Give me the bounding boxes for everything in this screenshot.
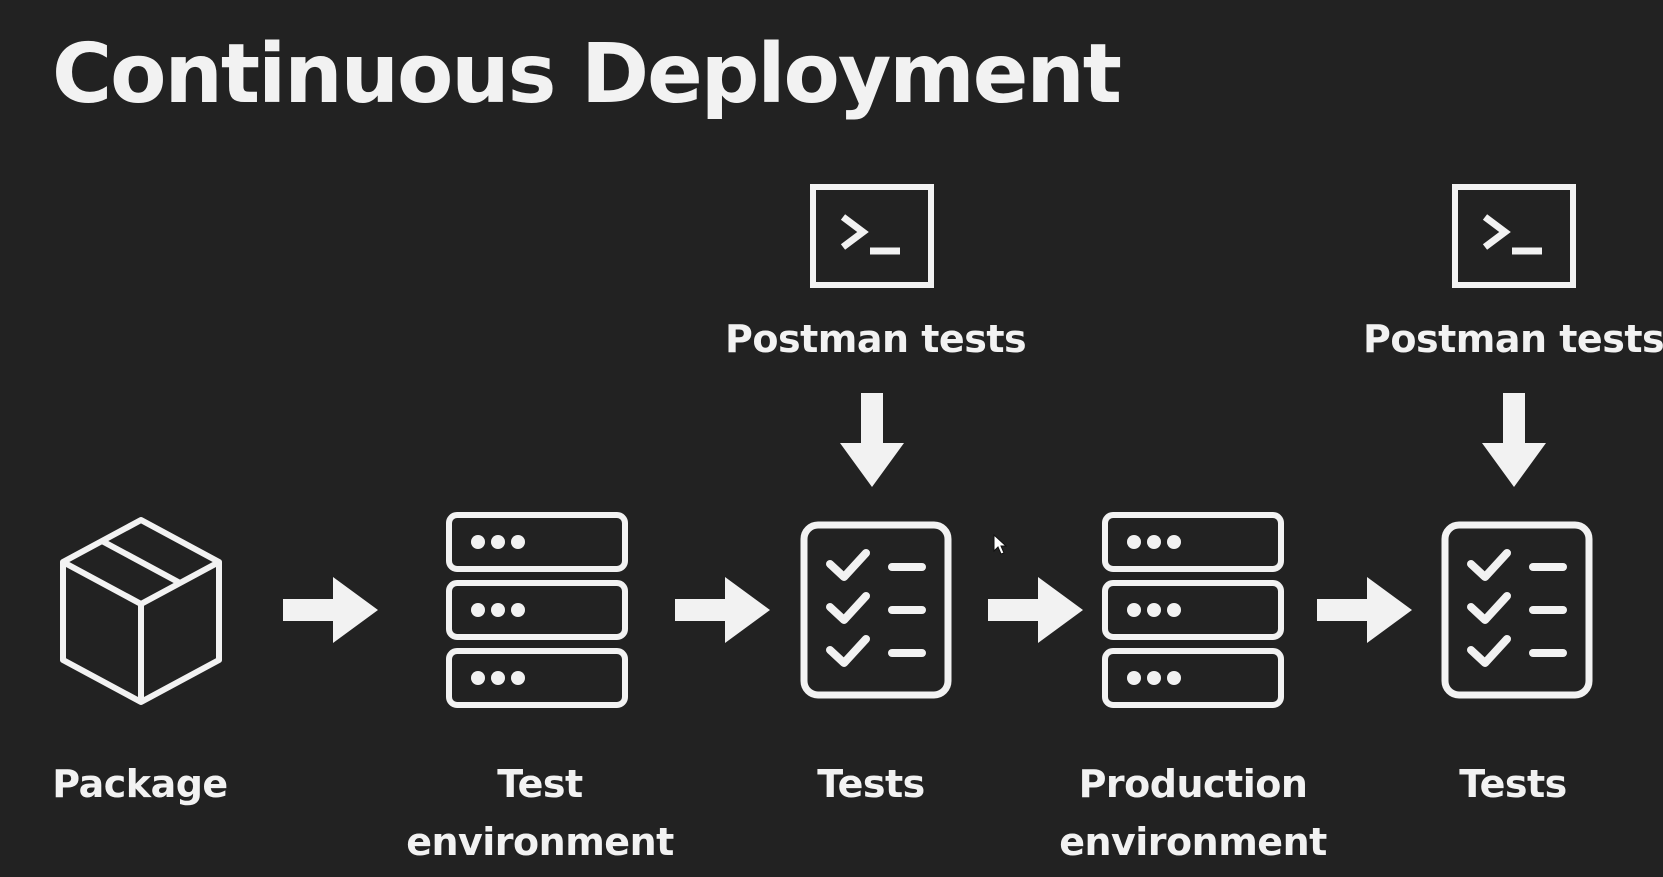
arrow-right-icon <box>1317 577 1412 643</box>
arrow-right-icon <box>988 577 1083 643</box>
mouse-cursor-icon <box>993 534 1007 555</box>
arrow-right-icon <box>675 577 770 643</box>
stage-label-production-environment: Production environment <box>1059 762 1327 864</box>
stage-label-tests: Tests <box>817 762 925 806</box>
server-stack-icon <box>446 512 628 708</box>
stage-label-tests: Tests <box>1459 762 1567 806</box>
terminal-icon <box>1452 184 1576 288</box>
diagram-title: Continuous Deployment <box>52 27 1122 122</box>
checklist-icon <box>800 521 952 699</box>
arrow-down-icon <box>840 393 904 487</box>
package-box-icon <box>60 517 222 705</box>
postman-tests-label: Postman tests <box>1363 317 1663 361</box>
postman-tests-label: Postman tests <box>725 317 1027 361</box>
stage-label-package: Package <box>52 762 228 806</box>
checklist-icon <box>1441 521 1593 699</box>
server-stack-icon <box>1102 512 1284 708</box>
arrow-down-icon <box>1482 393 1546 487</box>
stage-label-test-environment: Test environment <box>406 762 674 864</box>
arrow-right-icon <box>283 577 378 643</box>
terminal-icon <box>810 184 934 288</box>
